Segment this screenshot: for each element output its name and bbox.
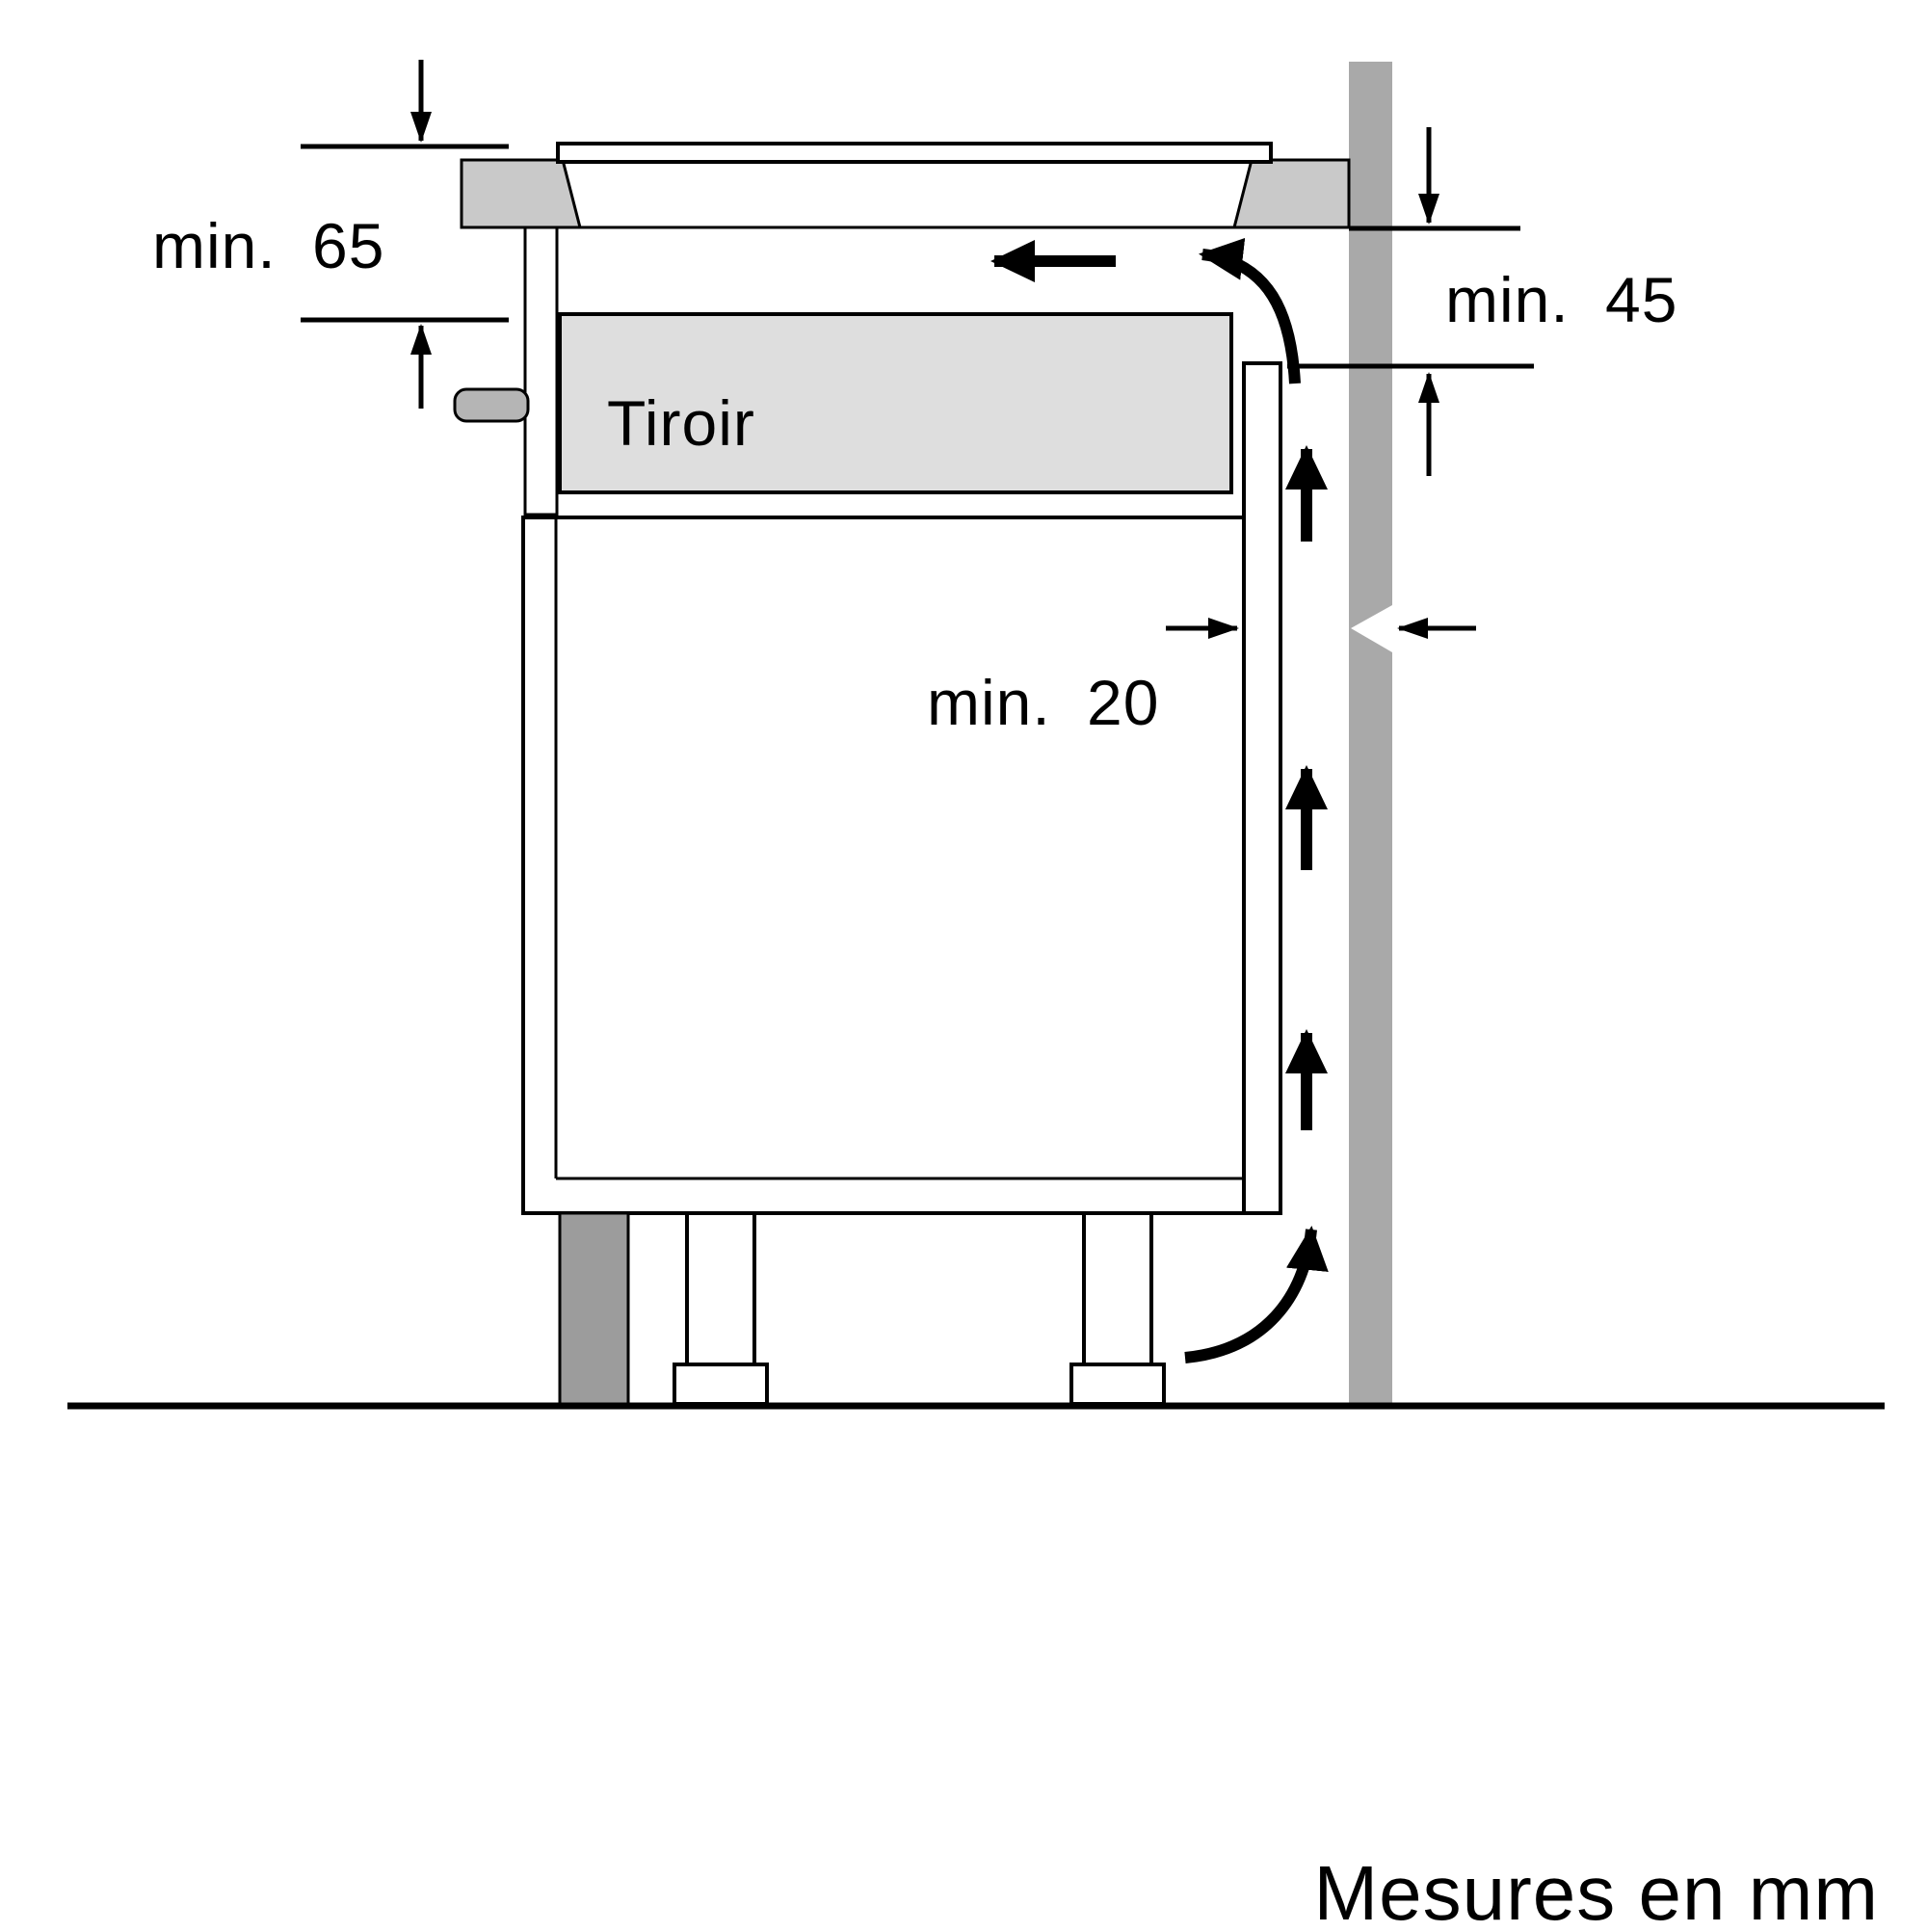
leg-stem (1082, 1211, 1153, 1366)
leg-stem (685, 1211, 756, 1366)
airflow-arrows (990, 237, 1329, 1363)
fixing-knob (453, 387, 530, 423)
dim-label-min-65: min. 65 (152, 210, 384, 281)
drawer-label: Tiroir (607, 387, 755, 459)
drawer-box (558, 312, 1233, 494)
dimension-min-65: min. 65 (152, 60, 509, 409)
plinth-panel (558, 1211, 630, 1406)
cabinet-leg-right (1069, 1211, 1166, 1406)
cabinet-left-upper-panel (523, 225, 559, 516)
dim-label-min-45: min. 45 (1445, 264, 1677, 335)
dim-label-min-20: min. 20 (927, 667, 1159, 738)
airflow-arrow-curve-bottom (1184, 1226, 1329, 1363)
airflow-arrow-curve-top (1199, 237, 1301, 384)
worktop-right-section (1232, 158, 1351, 229)
hob-glass-panel (556, 142, 1273, 164)
worktop-slab (460, 158, 1351, 229)
kitchen-structure: Tiroir (67, 62, 1885, 1410)
worktop-left-section (460, 158, 582, 229)
wall (1349, 62, 1392, 1406)
dimension-min-45: min. 45 (1287, 127, 1677, 476)
cabinet-rear-panel (1242, 361, 1282, 1215)
dimension-min-20: min. 20 (927, 605, 1476, 738)
leg-foot (673, 1363, 769, 1406)
units-caption: Mesures en mm (1314, 1850, 1879, 1927)
cabinet-leg-left (673, 1211, 769, 1406)
wall-notch (1351, 605, 1392, 652)
leg-foot (1069, 1363, 1166, 1406)
cabinet-body (521, 516, 1246, 1215)
